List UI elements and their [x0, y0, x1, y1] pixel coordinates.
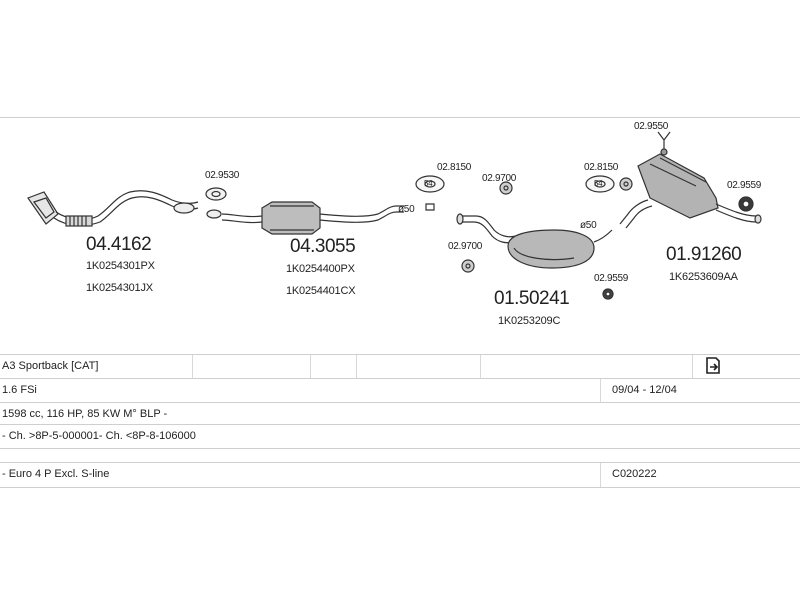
- centre-silencer-part: [461, 229, 614, 300]
- table-row: - Euro 4 P Excl. S-line C020222: [0, 462, 800, 488]
- part-number-gasket: 02.9530: [205, 170, 240, 181]
- part-number-centre-silencer: 01.50241: [494, 288, 570, 309]
- divider: [600, 379, 601, 403]
- clamp-size-rear: 54: [594, 179, 603, 188]
- spec-cell: 1598 cc, 116 HP, 85 KW M° BLP -: [2, 408, 168, 420]
- part-number-clamp-rear: 02.8150: [584, 162, 619, 173]
- table-row: 1598 cc, 116 HP, 85 KW M° BLP -: [0, 402, 800, 425]
- divider: [356, 355, 357, 379]
- frame-top-line: [0, 117, 800, 118]
- period-cell: 09/04 - 12/04: [612, 384, 677, 396]
- rear-silencer-part: [585, 131, 762, 229]
- exhaust-diagram: 04.4162 1K0254301PX 1K0254301JX 02.9530 …: [0, 118, 800, 354]
- divider: [692, 355, 693, 379]
- part-number-bracket-top: 02.9550: [634, 121, 669, 132]
- part-number-rear-silencer: 01.91260: [666, 244, 742, 265]
- oe-number-rear-silencer: 1K6253609AA: [669, 271, 738, 283]
- divider: [192, 355, 193, 379]
- diameter-label-2: ø50: [580, 220, 597, 231]
- document-icon[interactable]: [704, 357, 722, 375]
- front-pipe-part: [27, 190, 199, 227]
- remark-cell: - Euro 4 P Excl. S-line: [2, 468, 110, 480]
- exhaust-drawing: [27, 131, 762, 300]
- part-number-rubber-low: 02.9700: [448, 241, 483, 252]
- table-row: 1.6 FSi 09/04 - 12/04: [0, 378, 800, 403]
- part-number-rubber-rear-right: 02.9559: [727, 180, 762, 191]
- model-cell: A3 Sportback [CAT]: [2, 360, 99, 372]
- clamp-size-mid: 54: [424, 179, 433, 188]
- part-number-rubber-rear-low: 02.9559: [594, 273, 629, 284]
- oe-number-catalyst-1: 1K0254400PX: [286, 263, 355, 275]
- table-row: - Ch. >8P-5-000001- Ch. <8P-8-106000: [0, 424, 800, 449]
- oe-number-centre-silencer: 1K0253209C: [498, 315, 561, 327]
- mid-pipe-part: [415, 175, 517, 244]
- part-number-rubber-mid: 02.9700: [482, 173, 517, 184]
- engine-cell: 1.6 FSi: [2, 384, 37, 396]
- oe-number-front-pipe-2: 1K0254301JX: [86, 282, 153, 294]
- divider: [600, 463, 601, 487]
- part-number-catalyst: 04.3055: [290, 236, 356, 257]
- oe-number-front-pipe-1: 1K0254301PX: [86, 260, 155, 272]
- part-number-front-pipe: 04.4162: [86, 234, 152, 255]
- gasket-part: [205, 187, 227, 219]
- divider: [480, 355, 481, 379]
- part-number-clamp-mid: 02.8150: [437, 162, 472, 173]
- chassis-cell: - Ch. >8P-5-000001- Ch. <8P-8-106000: [2, 430, 196, 442]
- diameter-label-1: ø50: [398, 204, 415, 215]
- table-row: [0, 448, 800, 463]
- table-row: A3 Sportback [CAT]: [0, 354, 800, 379]
- oe-number-catalyst-2: 1K0254401CX: [286, 285, 356, 297]
- divider: [310, 355, 311, 379]
- catalyst-part: [221, 201, 404, 235]
- code-cell: C020222: [612, 468, 657, 480]
